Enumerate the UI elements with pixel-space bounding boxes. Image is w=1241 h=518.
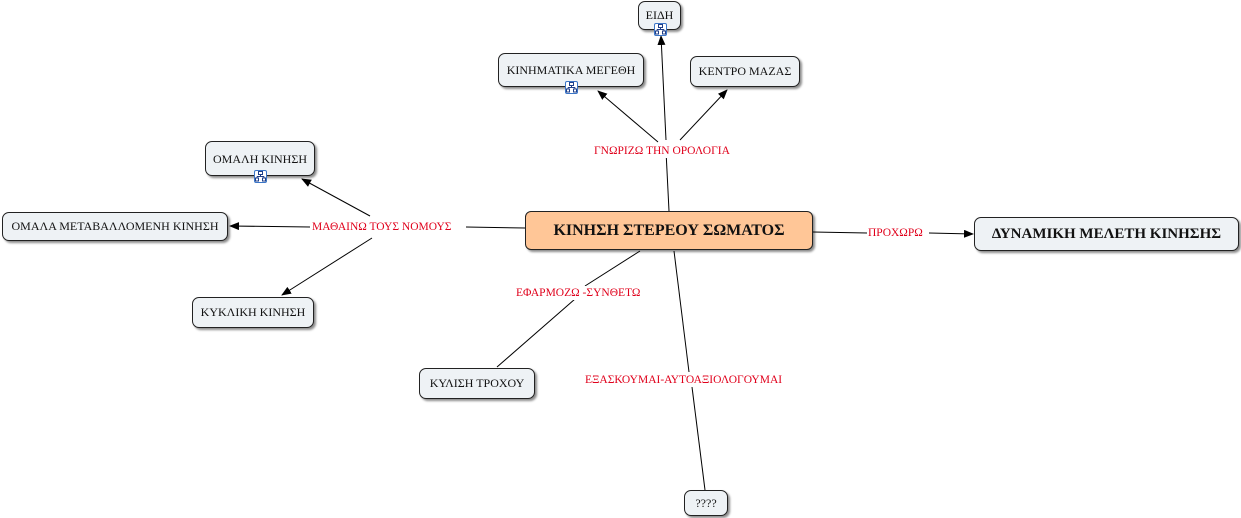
linking-phrase-efarmozo: ΕΦΑΡΜΟΖΩ -ΣΥΝΘΕΤΩ [515, 286, 642, 300]
concept-kykliki-label: ΚΥΚΛΙΚΗ ΚΙΝΗΣΗ [200, 305, 306, 319]
concept-metavallomeni-label: ΟΜΑΛΑ ΜΕΤΑΒΑΛΛΟΜΕΝΗ ΚΙΝΗΣΗ [11, 219, 219, 233]
concept-unknown-label: ???? [695, 495, 717, 510]
submap-icon[interactable] [654, 23, 667, 36]
submap-icon[interactable] [254, 170, 267, 183]
concept-omali-label: ΟΜΑΛΗ ΚΙΝΗΣΗ [212, 152, 307, 166]
concept-metavallomeni-node[interactable]: ΟΜΑΛΑ ΜΕΤΑΒΑΛΛΟΜΕΝΗ ΚΙΝΗΣΗ [2, 212, 228, 241]
concept-dynamiki-label: ΔΥΝΑΜΙΚΗ ΜΕΛΕΤΗ ΚΙΝΗΣΗΣ [991, 225, 1222, 242]
concept-kylisi-node[interactable]: ΚΥΛΙΣΗ ΤΡΟΧΟΥ [419, 368, 535, 399]
concept-kentro-label: ΚΕΝΤΡΟ ΜΑΖΑΣ [698, 64, 792, 78]
central-concept-label: ΚΙΝΗΣΗ ΣΤΕΡΕΟΥ ΣΩΜΑΤΟΣ [553, 221, 785, 239]
linking-phrase-gnorizo: ΓΝΩΡΙΖΩ ΤΗΝ ΟΡΟΛΟΓΙΑ [593, 144, 731, 158]
concept-kentro-node[interactable]: ΚΕΝΤΡΟ ΜΑΖΑΣ [690, 56, 800, 87]
linking-phrase-exaskoumai: ΕΞΑΣΚΟΥΜΑΙ-ΑΥΤΟΑΞΙΟΛΟΓΟΥΜΑΙ [584, 373, 784, 387]
concept-unknown-node[interactable]: ???? [684, 490, 728, 516]
concept-kykliki-node[interactable]: ΚΥΚΛΙΚΗ ΚΙΝΗΣΗ [192, 297, 314, 328]
concept-omali-node[interactable]: ΟΜΑΛΗ ΚΙΝΗΣΗ [205, 141, 315, 183]
linking-phrase-proxoro: ΠΡΟΧΩΡΩ [867, 226, 924, 240]
concept-kinimatika-label: ΚΙΝΗΜΑΤΙΚΑ ΜΕΓΕΘΗ [506, 62, 636, 77]
central-concept-node[interactable]: ΚΙΝΗΣΗ ΣΤΕΡΕΟΥ ΣΩΜΑΤΟΣ [525, 211, 813, 250]
concept-eidi-label: ΕΙΔΗ [645, 8, 674, 22]
concept-eidi-node[interactable]: ΕΙΔΗ [638, 1, 681, 36]
concept-dynamiki-node[interactable]: ΔΥΝΑΜΙΚΗ ΜΕΛΕΤΗ ΚΙΝΗΣΗΣ [974, 217, 1239, 251]
concept-kylisi-label: ΚΥΛΙΣΗ ΤΡΟΧΟΥ [429, 376, 525, 390]
concept-kinimatika-node[interactable]: ΚΙΝΗΜΑΤΙΚΑ ΜΕΓΕΘΗ [498, 53, 644, 94]
linking-phrase-mathaino: ΜΑΘΑΙΝΩ ΤΟΥΣ ΝΟΜΟΥΣ [311, 220, 453, 234]
submap-icon[interactable] [565, 81, 578, 94]
